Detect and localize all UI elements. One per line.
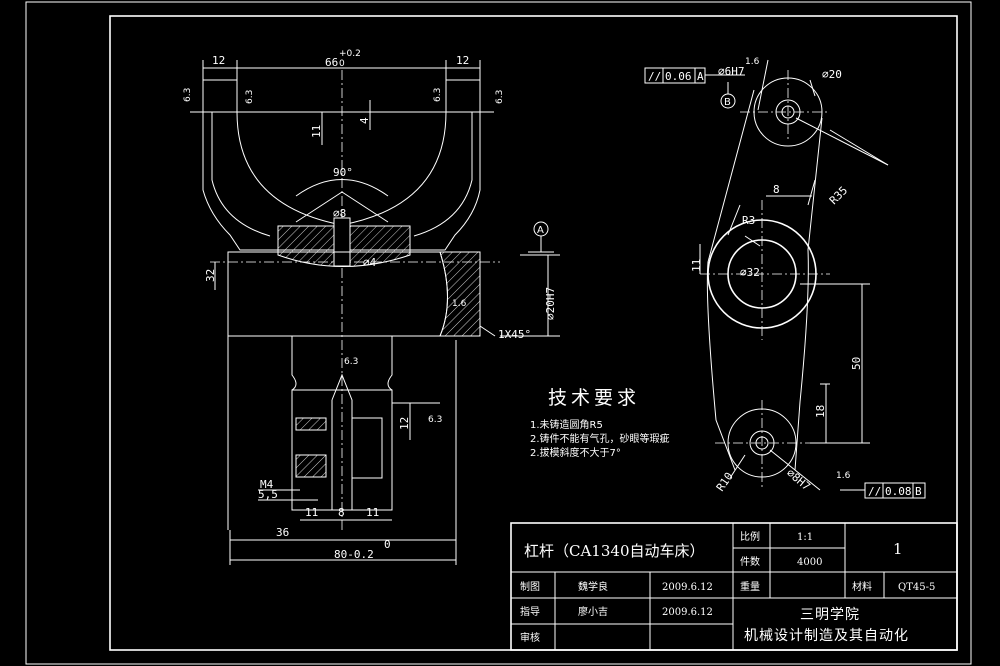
rough-63-b: 6.3: [245, 90, 255, 104]
dim-dia-8h7: ⌀8H7: [784, 466, 813, 493]
title-block: [510, 522, 958, 651]
dim-80: 80-0.2: [334, 548, 374, 561]
school-name: 三明学院: [800, 607, 860, 623]
tol2-sym: //: [868, 485, 881, 498]
dim-12: 12: [398, 417, 411, 430]
rough-63-f: 6.3: [428, 415, 442, 425]
drawn-date: 2009.6.12: [662, 582, 713, 593]
dim-4: 4: [358, 117, 371, 124]
label-weight: 重量: [740, 580, 760, 593]
rough-16-b: 1.6: [745, 57, 760, 67]
scale-value: 1:1: [797, 532, 813, 543]
dim-chamfer: 1X45°: [498, 328, 531, 341]
dim-dia-20: ⌀20: [822, 68, 842, 81]
dim-top-left-12: 12: [212, 54, 225, 67]
tech-line-1: 1.未铸造圆角R5: [530, 418, 603, 431]
dim-8: 8: [773, 183, 780, 196]
dim-dia-20h7: ⌀20H7: [544, 287, 557, 320]
dim-55: 5,5: [258, 488, 278, 501]
part-name: 杠杆（CA1340自动车床）: [524, 542, 704, 560]
rough-16-c: 1.6: [836, 471, 851, 481]
dim-36: 36: [276, 526, 289, 539]
dim-top-66: 66: [325, 56, 338, 69]
dim-dia-6h7: ⌀6H7: [718, 65, 745, 78]
label-material: 材料: [852, 580, 872, 593]
tech-line-2: 2.铸件不能有气孔，砂眼等瑕疵: [530, 432, 670, 445]
dim-dia-8: ⌀8: [333, 207, 346, 220]
rough-63-d: 6.3: [495, 90, 505, 104]
dim-m4: M4: [260, 478, 274, 491]
sheet-no: 1: [893, 540, 903, 558]
label-guide: 指导: [520, 605, 540, 618]
tol1-val: 0.06: [665, 70, 692, 83]
dim-dia-4: ⌀4: [363, 256, 377, 269]
datum-b: B: [724, 97, 731, 108]
dim-11-right: 11: [690, 259, 703, 272]
label-scale: 比例: [740, 530, 760, 543]
rough-16-a: 1.6: [452, 299, 467, 309]
side-view: [700, 70, 830, 490]
dim-90: 90°: [333, 166, 353, 179]
dim-r35: R35: [827, 184, 850, 207]
dim-r3: R3: [742, 214, 755, 227]
dim-top-66-tol2: 0: [339, 59, 345, 69]
rough-63-e: 6.3: [344, 357, 358, 367]
front-view: [190, 70, 500, 530]
dim-11b: 11: [305, 506, 318, 519]
tol1-sym: //: [648, 70, 661, 83]
rough-63-c: 6.3: [433, 88, 443, 102]
outer-frame: [25, 1, 972, 665]
front-view-dimensions: [202, 60, 560, 565]
qty-value: 4000: [797, 557, 822, 568]
label-review: 审核: [520, 631, 540, 644]
tol1-ref: A: [697, 70, 704, 83]
dim-top-right-12: 12: [456, 54, 469, 67]
dim-top-66-tol: +0.2: [339, 49, 361, 59]
tol2-val: 0.08: [885, 485, 912, 498]
material-value: QT45-5: [898, 582, 935, 593]
label-drawn: 制图: [520, 580, 540, 593]
guide-date: 2009.6.12: [662, 607, 713, 618]
datum-a: A: [537, 225, 544, 236]
dim-11c: 11: [366, 506, 379, 519]
tol2-ref: B: [915, 485, 922, 498]
dim-dia-32: ⌀32: [740, 266, 760, 279]
dim-8b: 8: [338, 506, 345, 519]
dim-32: 32: [204, 269, 217, 282]
dim-50: 50: [850, 357, 863, 370]
drawn-by: 魏学良: [578, 580, 608, 593]
dept-name: 机械设计制造及其自动化: [744, 628, 909, 644]
guide-by: 廖小吉: [578, 605, 608, 618]
label-qty: 件数: [740, 555, 760, 568]
dim-80-tol: 0: [384, 538, 391, 551]
side-view-dimensions: [644, 59, 926, 499]
dim-11: 11: [310, 125, 323, 138]
tech-line-3: 2.拔模斜度不大于7°: [530, 446, 621, 459]
rough-63-a: 6.3: [183, 88, 193, 102]
tech-heading: 技术要求: [548, 387, 640, 409]
dim-18: 18: [814, 405, 827, 418]
